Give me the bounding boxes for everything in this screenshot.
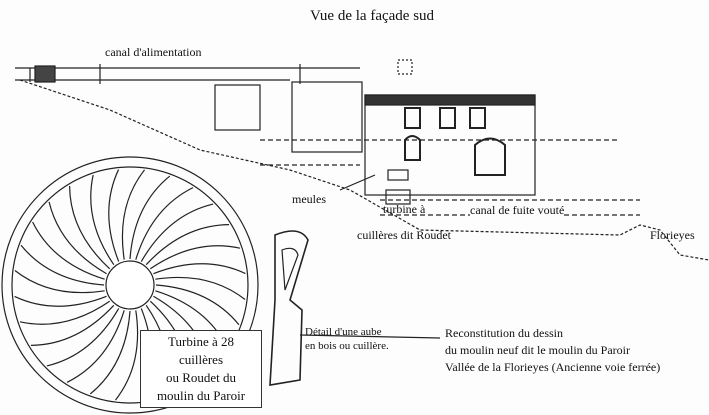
turbine-spoon	[121, 169, 146, 260]
blade-caption: Détail d'une aube en bois ou cuillère.	[305, 325, 389, 353]
label-canal-fuite: canal de fuite vouté	[470, 203, 565, 217]
turbine-spoon	[48, 201, 107, 275]
turbine-spoon	[14, 295, 107, 307]
turbine-spoon	[135, 187, 194, 260]
turbine-caption-line: moulin du Paroir	[156, 388, 246, 403]
sluice-gate	[34, 65, 56, 83]
turbine-spoon	[14, 269, 105, 294]
label-turbine-2: cuillères dit Roudet	[357, 228, 451, 242]
label-meules: meules	[292, 192, 326, 206]
reconstitution-line: Vallée de la Florieyes (Ancienne voie fe…	[445, 360, 661, 374]
reconstitution-note: Reconstitution du dessin du moulin neuf …	[445, 325, 660, 376]
turbine-hub	[105, 260, 155, 310]
turbine-spoon	[155, 276, 246, 301]
turbine-spoon	[69, 185, 111, 270]
turbine-spoon	[46, 308, 120, 367]
turbine-spoon	[19, 300, 111, 325]
tower	[291, 81, 363, 153]
turbine-spoon	[90, 174, 115, 266]
turbine-spoon	[66, 310, 125, 383]
label-turbine-1: turbine à	[383, 202, 426, 216]
reconstitution-line: Reconstitution du dessin	[445, 326, 563, 340]
turbine-spoon	[89, 310, 131, 395]
turbine-spoons	[14, 169, 246, 401]
turbine-spoon	[155, 284, 240, 326]
blade-detail	[269, 230, 309, 386]
turbine-spoon	[20, 244, 105, 286]
blade-caption-line: en bois ou cuillère.	[305, 340, 389, 352]
label-canal-alimentation: canal d'alimentation	[105, 45, 202, 59]
blade-caption-line: Détail d'une aube	[305, 326, 382, 338]
supply-canal	[15, 64, 360, 84]
turbine-spoon	[129, 175, 171, 260]
turbine-caption: Turbine à 28 cuillères ou Roudet du moul…	[140, 330, 262, 408]
turbine-caption-line: ou Roudet du	[165, 370, 237, 385]
turbine-wheel	[1, 156, 259, 414]
turbine-spoon	[149, 245, 241, 270]
outlet-canal	[260, 139, 640, 216]
title: Vue de la façade sud	[310, 8, 435, 24]
turbine-caption-line: Turbine à 28 cuillères	[168, 334, 234, 367]
turbine-spoon	[108, 169, 120, 262]
turbine-spoon	[32, 221, 105, 280]
turbine-spoon	[140, 203, 214, 262]
stone-pier	[214, 84, 261, 131]
turbine-spoon	[30, 304, 115, 346]
turbine-spoon	[145, 224, 230, 266]
turbine-spoon	[153, 263, 246, 275]
meules-pointer	[339, 174, 376, 191]
reconstitution-line: du moulin neuf dit le moulin du Paroir	[445, 343, 630, 357]
turbine-spoon	[114, 310, 139, 401]
hill-slope	[19, 79, 709, 261]
label-florieyes: Florieyes	[650, 228, 695, 242]
